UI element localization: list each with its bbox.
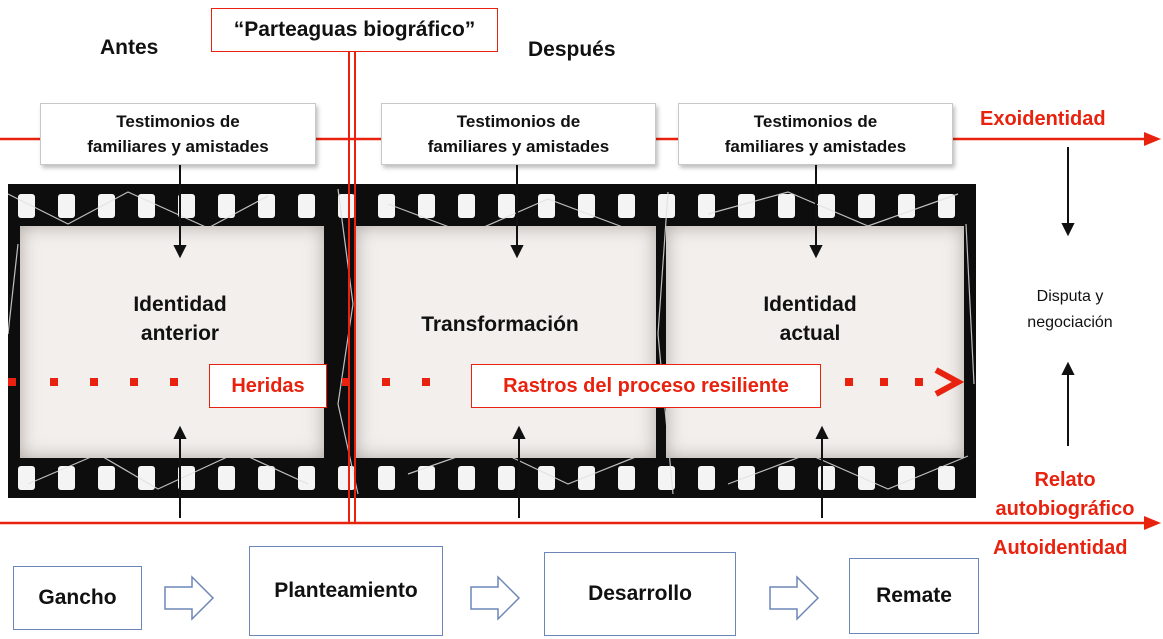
stage-remate: Remate [849, 558, 979, 634]
sprocket-hole [378, 466, 395, 490]
autoidentidad-label: Autoidentidad [993, 537, 1128, 559]
sprocket-hole [218, 194, 235, 218]
sprocket-hole [258, 194, 275, 218]
sprocket-hole [738, 466, 755, 490]
sprocket-hole [338, 466, 355, 490]
film-frame-left [20, 226, 324, 458]
stage-arrow-2 [470, 575, 521, 621]
sprocket-hole [58, 194, 75, 218]
resilience-dots [8, 378, 923, 386]
film-frame-middle [356, 226, 656, 458]
sprocket-hole [178, 466, 195, 490]
sprocket-hole [298, 194, 315, 218]
despues-label: Después [528, 38, 616, 61]
sprocket-hole [258, 466, 275, 490]
sprocket-hole [18, 466, 35, 490]
transformacion-label: Transformación [421, 313, 579, 336]
sprocket-hole [458, 466, 475, 490]
sprocket-hole [418, 194, 435, 218]
sprocket-hole [298, 466, 315, 490]
film-frame-right [666, 226, 964, 458]
sprocket-hole [938, 466, 955, 490]
sprocket-hole [58, 466, 75, 490]
sprocket-hole [498, 194, 515, 218]
heridas-label: Heridas [231, 374, 305, 397]
film-strip [8, 184, 976, 498]
relato-label: Relato autobiográfico [995, 469, 1135, 520]
resilience-chevron [934, 367, 965, 397]
heridas-box: Heridas [209, 364, 327, 408]
exoidentidad-label: Exoidentidad [980, 108, 1106, 130]
sprocket-hole [98, 466, 115, 490]
stage-arrow-3 [769, 575, 820, 621]
sprocket-hole [338, 194, 355, 218]
identidad-anterior-label: Identidad anterior [133, 293, 227, 345]
stage-remate-label: Remate [876, 584, 952, 607]
identidad-actual-label: Identidad actual [763, 293, 857, 345]
sprocket-hole [698, 194, 715, 218]
sprocket-hole [138, 466, 155, 490]
stage-gancho-label: Gancho [38, 586, 117, 609]
sprocket-hole [418, 466, 435, 490]
sprocket-hole [818, 194, 835, 218]
stage-arrow-1 [164, 575, 215, 621]
sprocket-hole [18, 194, 35, 218]
rastros-label: Rastros del proceso resiliente [503, 374, 789, 397]
sprocket-hole [458, 194, 475, 218]
sprocket-hole [778, 194, 795, 218]
antes-label: Antes [100, 36, 159, 59]
stage-gancho: Gancho [13, 566, 142, 630]
sprocket-hole [858, 194, 875, 218]
stage-planteamiento: Planteamiento [249, 546, 443, 636]
parteaguas-label: “Parteaguas biográfico” [233, 18, 476, 41]
sprocket-hole [898, 466, 915, 490]
sprocket-hole [618, 466, 635, 490]
sprocket-hole [378, 194, 395, 218]
sprocket-hole [578, 466, 595, 490]
stage-planteamiento-label: Planteamiento [274, 579, 418, 602]
sprocket-hole [498, 466, 515, 490]
sprocket-hole [178, 194, 195, 218]
sprocket-hole [898, 194, 915, 218]
film-scratches [8, 188, 975, 495]
disputa-label: Disputa y negociación [1027, 288, 1113, 331]
sprocket-hole [138, 194, 155, 218]
autoidentidad-arrowhead [1144, 516, 1161, 530]
sprocket-hole [858, 466, 875, 490]
sprocket-hole [618, 194, 635, 218]
stage-desarrollo: Desarrollo [544, 552, 736, 636]
sprocket-hole [738, 194, 755, 218]
sprocket-hole [98, 194, 115, 218]
sprocket-hole [698, 466, 715, 490]
sprocket-hole [218, 466, 235, 490]
sprocket-hole [778, 466, 795, 490]
exoidentidad-arrowhead [1144, 132, 1161, 146]
stage-desarrollo-label: Desarrollo [588, 582, 692, 605]
parteaguas-box: “Parteaguas biográfico” [211, 8, 498, 52]
rastros-box: Rastros del proceso resiliente [471, 364, 821, 408]
